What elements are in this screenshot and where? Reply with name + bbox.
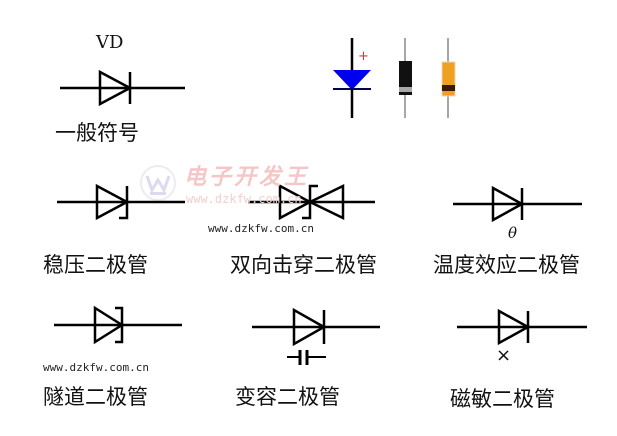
magnetic-diode-symbol [457,308,587,346]
label-general: 一般符号 [55,121,139,145]
varactor-diode-symbol [252,307,380,347]
label-bidirectional: 双向击穿二极管 [230,253,377,277]
plus-sign: + [358,49,369,64]
vd-label: VD [96,32,124,53]
capacitor-mark [287,350,326,365]
orange-diode-component [441,38,456,118]
watermark-logo [140,165,176,201]
watermark-brand: 电子开发王 [184,165,310,190]
theta-symbol: θ [508,224,518,242]
label-tunnel: 隧道二极管 [43,385,148,409]
tunnel-diode-symbol [54,305,182,345]
bidirectional-breakdown-diode-symbol [248,183,375,221]
label-magnetic: 磁敏二极管 [450,387,555,411]
temperature-diode-symbol [453,185,582,223]
watermark-url: www.dzkfw.com.cn [186,192,302,206]
website-url: www.dzkfw.com.cn [208,222,314,235]
zener-diode-symbol [57,183,185,221]
blue-diode-illustration [333,38,371,118]
label-temperature: 温度效应二极管 [433,253,580,277]
cross-symbol: × [496,345,512,366]
website-url: www.dzkfw.com.cn [43,361,149,374]
label-zener: 稳压二极管 [43,253,148,277]
general-diode-symbol [60,69,185,107]
label-varactor: 变容二极管 [235,385,340,409]
black-diode-component [399,38,412,118]
